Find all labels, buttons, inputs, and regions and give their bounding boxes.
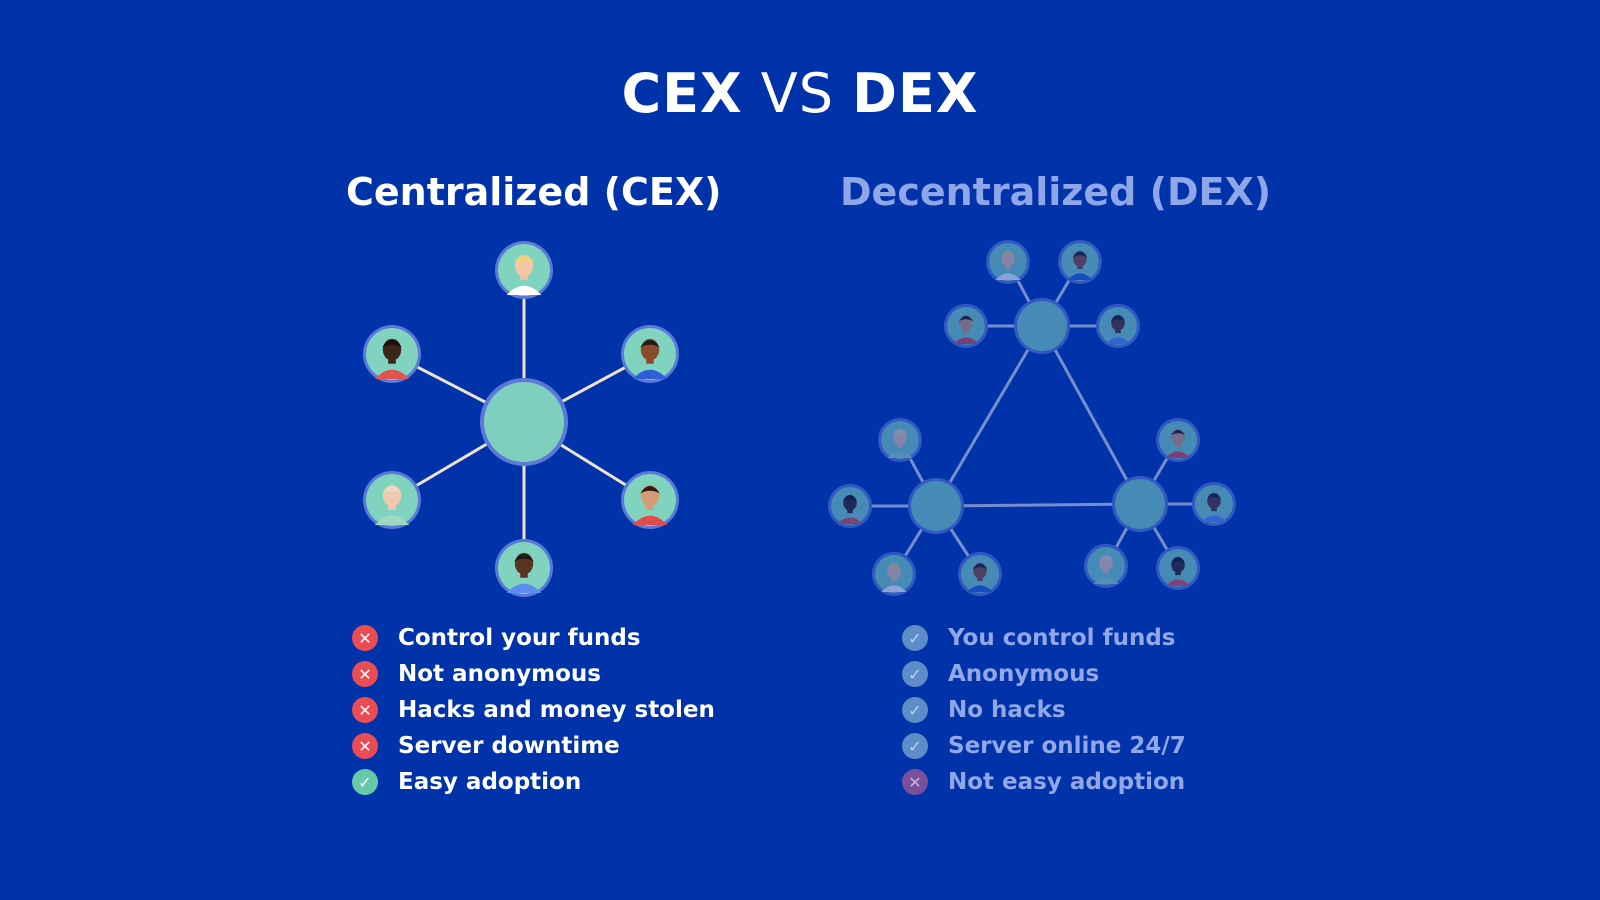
feature-label: Anonymous xyxy=(948,661,1100,687)
cross-icon: ✕ xyxy=(902,769,928,795)
feature-item: ✕ Not easy adoption xyxy=(902,764,1186,800)
feature-item: ✓ No hacks xyxy=(902,692,1186,728)
cross-icon: ✕ xyxy=(352,661,378,687)
check-icon: ✓ xyxy=(902,697,928,723)
user-avatar-icon xyxy=(363,325,421,383)
feature-label: Control your funds xyxy=(398,625,641,651)
cross-icon: ✕ xyxy=(352,733,378,759)
check-icon: ✓ xyxy=(352,769,378,795)
user-avatar-icon xyxy=(872,552,916,596)
check-icon: ✓ xyxy=(902,625,928,651)
check-icon: ✓ xyxy=(902,733,928,759)
check-icon: ✓ xyxy=(902,661,928,687)
user-avatar-icon xyxy=(363,471,421,529)
title-cex: CEX xyxy=(621,62,743,125)
user-avatar-icon xyxy=(495,241,553,299)
user-avatar-icon xyxy=(1096,304,1140,348)
cex-feature-list: ✕ Control your funds ✕ Not anonymous ✕ Hacks … xyxy=(352,620,715,800)
feature-label: Hacks and money stolen xyxy=(398,697,715,723)
user-avatar-icon xyxy=(1058,240,1102,284)
peer-link xyxy=(935,502,1141,508)
user-avatar-icon xyxy=(944,304,988,348)
feature-label: Server downtime xyxy=(398,733,620,759)
feature-label: Server online 24/7 xyxy=(948,733,1186,759)
user-avatar-icon xyxy=(986,240,1030,284)
user-avatar-icon xyxy=(1084,544,1128,588)
peer-node-hub xyxy=(1115,479,1165,529)
dex-heading: Decentralized (DEX) xyxy=(840,170,1272,214)
feature-item: ✕ Not anonymous xyxy=(352,656,715,692)
feature-item: ✓ You control funds xyxy=(902,620,1186,656)
feature-item: ✓ Anonymous xyxy=(902,656,1186,692)
feature-label: Not easy adoption xyxy=(948,769,1186,795)
peer-node-hub xyxy=(911,481,961,531)
cex-diagram xyxy=(363,241,679,597)
user-avatar-icon xyxy=(1156,546,1200,590)
peer-link xyxy=(934,325,1044,507)
feature-item: ✕ Control your funds xyxy=(352,620,715,656)
feature-item: ✕ Hacks and money stolen xyxy=(352,692,715,728)
central-server-hub xyxy=(484,382,564,462)
peer-node-hub xyxy=(1017,301,1067,351)
feature-item: ✕ Server downtime xyxy=(352,728,715,764)
user-avatar-icon xyxy=(1156,418,1200,462)
peer-link xyxy=(1040,325,1142,505)
dex-feature-list: ✓ You control funds ✓ Anonymous ✓ No hacks ✓ Se… xyxy=(902,620,1186,800)
user-avatar-icon xyxy=(1192,482,1236,526)
page-title: CEX VS DEX xyxy=(0,62,1600,125)
cross-icon: ✕ xyxy=(352,697,378,723)
feature-item: ✓ Server online 24/7 xyxy=(902,728,1186,764)
feature-label: Easy adoption xyxy=(398,769,582,795)
feature-item: ✓ Easy adoption xyxy=(352,764,715,800)
user-avatar-icon xyxy=(828,484,872,528)
user-avatar-icon xyxy=(621,471,679,529)
user-avatar-icon xyxy=(878,418,922,462)
cross-icon: ✕ xyxy=(352,625,378,651)
user-avatar-icon xyxy=(621,325,679,383)
feature-label: No hacks xyxy=(948,697,1066,723)
user-avatar-icon xyxy=(495,539,553,597)
feature-label: You control funds xyxy=(948,625,1176,651)
cex-heading: Centralized (CEX) xyxy=(346,170,722,214)
feature-label: Not anonymous xyxy=(398,661,601,687)
dex-diagram xyxy=(828,240,1236,596)
title-vs: VS xyxy=(760,62,834,125)
title-dex: DEX xyxy=(852,62,979,125)
user-avatar-icon xyxy=(958,552,1002,596)
